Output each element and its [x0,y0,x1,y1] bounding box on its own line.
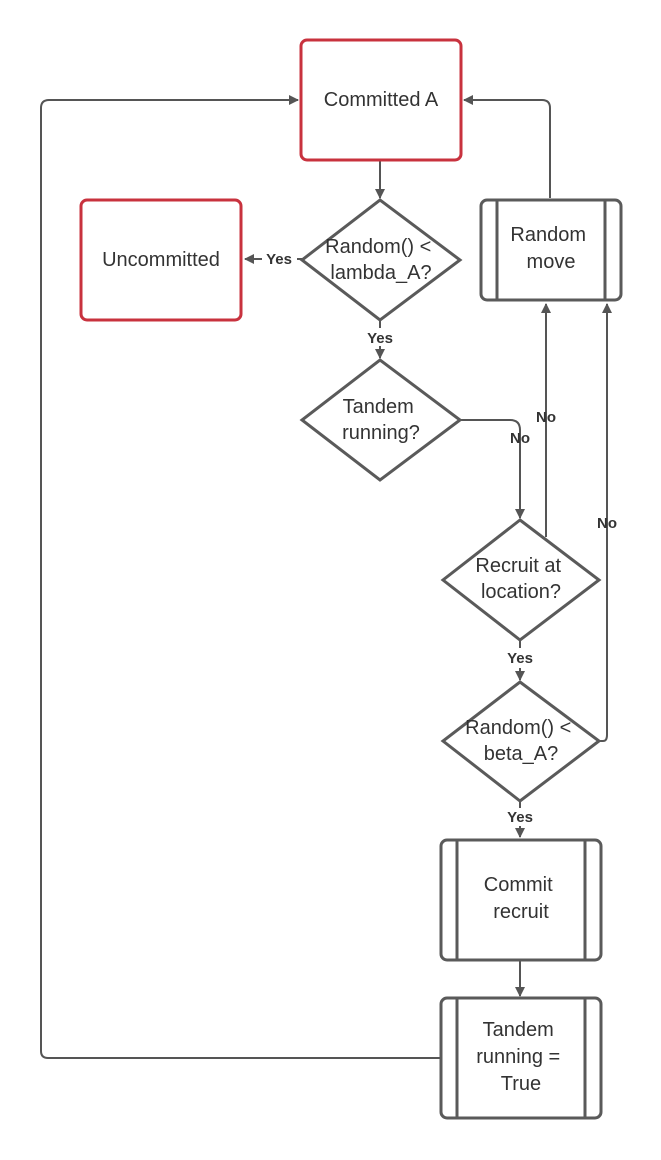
node-tandem-running-true: Tandem running = True [439,996,603,1120]
edge-label-lambda-yes-down: Yes [367,330,393,347]
node-committed-a-label: Committed A [324,89,439,111]
node-recruit-at-location-decision: Recruit at location? [440,518,602,642]
edge-label-recruit-no: No [536,409,556,426]
edge-beta-to-random-move [598,303,612,742]
edge-random-move-to-committed [463,95,551,198]
node-random-lambda-decision: Random() < lambda_A? [299,198,463,322]
node-random-move-label: Random move [510,224,591,273]
edge-label-lambda-yes-left: Yes [266,251,292,268]
edge-label-tandem-no: No [510,430,530,447]
node-recruit-at-location-label: Recruit at location? [475,555,566,603]
edge-tandem-check-to-recruit [459,419,525,519]
node-random-lambda-label: Random() < lambda_A? [325,236,437,284]
node-uncommitted: Uncommitted [79,198,243,322]
node-random-beta-decision: Random() < beta_A? [440,680,602,803]
edge-tandem-true-to-committed [40,95,440,1059]
node-uncommitted-label: Uncommitted [102,249,220,271]
node-random-move: Random move [479,198,623,302]
node-commit-recruit-label: Commit recruit [484,874,558,923]
node-random-beta-label: Random() < beta_A? [465,717,577,765]
node-committed-a: Committed A [299,38,463,162]
node-tandem-running-true-label: Tandem running = True [476,1019,566,1095]
node-commit-recruit: Commit recruit [439,838,603,962]
edge-label-beta-no: No [597,515,617,532]
edge-label-recruit-yes: Yes [507,650,533,667]
node-tandem-running-decision: Tandem running? [299,358,463,482]
edge-label-beta-yes: Yes [507,809,533,826]
node-tandem-running-label: Tandem running? [342,396,420,444]
